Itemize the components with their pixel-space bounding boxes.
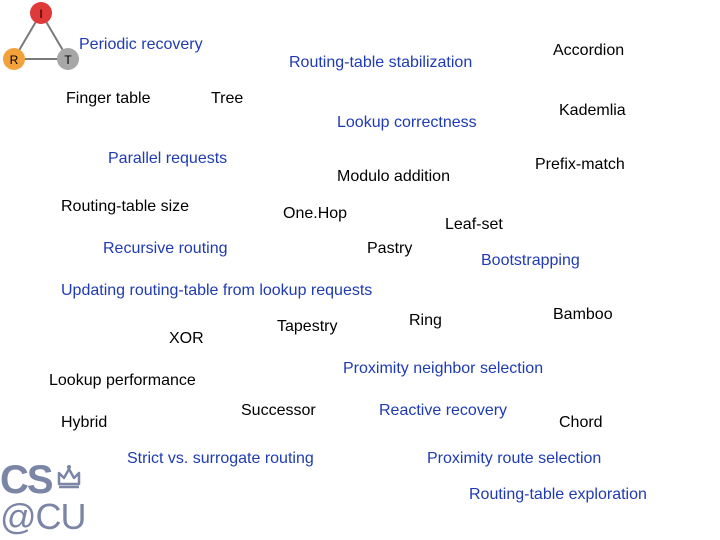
- node-t: [57, 48, 79, 70]
- node-r-label: R: [10, 53, 19, 67]
- term-routing-table-size: Routing-table size: [61, 198, 190, 215]
- term-pastry: Pastry: [367, 240, 413, 257]
- term-ring: Ring: [409, 312, 442, 329]
- term-tapestry: Tapestry: [277, 318, 338, 335]
- node-i: [30, 2, 52, 24]
- term-accordion: Accordion: [553, 42, 625, 59]
- term-finger-table: Finger table: [66, 90, 151, 107]
- term-leaf-set: Leaf-set: [445, 216, 503, 233]
- term-updating-routing-table: Updating routing-table from lookup reque…: [61, 282, 373, 299]
- term-routing-table-stabilization: Routing-table stabilization: [289, 54, 473, 71]
- term-kademlia: Kademlia: [559, 102, 626, 119]
- term-recursive-routing: Recursive routing: [103, 240, 228, 257]
- logo-cu-text: @CU: [0, 496, 87, 537]
- term-lookup-performance: Lookup performance: [49, 372, 196, 389]
- crown-icon: [57, 465, 81, 489]
- term-reactive-recovery: Reactive recovery: [379, 402, 508, 419]
- term-modulo-addition: Modulo addition: [337, 168, 450, 185]
- logo-cs-text: CS: [0, 458, 54, 502]
- term-routing-table-exploration: Routing-table exploration: [469, 486, 647, 503]
- term-bootstrapping: Bootstrapping: [481, 252, 580, 269]
- term-strict-vs-surrogate: Strict vs. surrogate routing: [127, 450, 314, 467]
- node-t-label: T: [64, 53, 72, 67]
- term-proximity-neighbor-selection: Proximity neighbor selection: [343, 360, 544, 377]
- cs-at-cu-logo: CS @CU: [0, 460, 90, 540]
- term-tree: Tree: [211, 90, 244, 107]
- term-bamboo: Bamboo: [553, 306, 613, 323]
- term-prefix-match: Prefix-match: [535, 156, 625, 173]
- term-chord: Chord: [559, 414, 603, 431]
- term-successor: Successor: [241, 402, 316, 419]
- term-parallel-requests: Parallel requests: [108, 150, 228, 167]
- term-onehop: One.Hop: [283, 205, 348, 222]
- term-periodic-recovery: Periodic recovery: [79, 36, 203, 53]
- node-i-label: I: [39, 7, 42, 21]
- irt-triangle: I R T: [3, 2, 79, 70]
- term-hybrid: Hybrid: [61, 414, 108, 431]
- term-xor: XOR: [169, 330, 204, 347]
- node-r: [3, 48, 25, 70]
- term-lookup-correctness: Lookup correctness: [337, 114, 477, 131]
- term-proximity-route-selection: Proximity route selection: [427, 450, 602, 467]
